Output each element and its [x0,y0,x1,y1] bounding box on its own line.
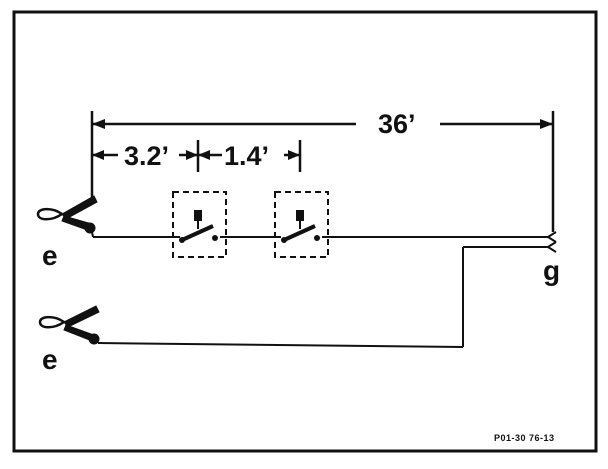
switch-two [274,191,329,258]
lower-alligator-clip [38,305,100,345]
diagram-frame [12,10,598,453]
dimension-first-switch-label: 3.2’ [124,141,169,171]
upper-conductor-wire [91,231,548,238]
upper-alligator-clip [36,195,98,234]
figure-code: P01-30 76-13 [494,433,555,443]
lower-conductor-wire [97,246,548,348]
dimension-overall [90,111,555,232]
lower-clip-label: e [42,344,58,375]
upper-clip-label: e [42,240,58,271]
switch-one [172,191,227,258]
dimension-between-switches [198,140,302,172]
ground-connector [547,231,557,253]
dimension-between-switches-label: 1.4’ [224,141,269,171]
dimension-overall-label: 36’ [378,109,416,139]
ground-end-label: g [543,255,560,286]
